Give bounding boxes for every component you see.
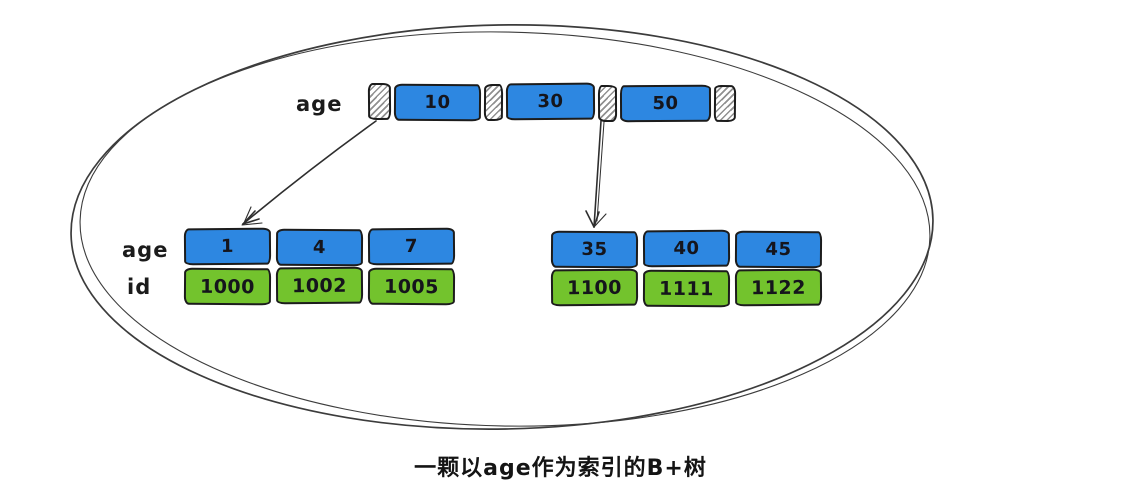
root-pointer-cell bbox=[597, 84, 618, 123]
leaf-id-cell: 1111 bbox=[642, 269, 731, 308]
leaf-age-cell: 1 bbox=[183, 227, 272, 266]
pointer-arrow-left bbox=[241, 120, 377, 226]
leaf-age-label: age bbox=[122, 238, 169, 262]
root-key-cell: 10 bbox=[393, 83, 482, 122]
root-pointer-cell bbox=[367, 82, 392, 121]
leaf-id-label: id bbox=[127, 275, 152, 299]
root-pointer-cell bbox=[713, 84, 737, 123]
root-pointer-cell bbox=[483, 83, 504, 122]
leaf-age-cell: 45 bbox=[734, 230, 823, 269]
diagram-caption: 一颗以age作为索引的B+树 bbox=[414, 456, 707, 481]
leaf-id-cell: 1122 bbox=[734, 268, 823, 307]
leaf-age-row: 35 40 45 bbox=[550, 229, 823, 269]
leaf-age-cell: 40 bbox=[642, 229, 731, 268]
leaf-id-cell: 1005 bbox=[367, 267, 456, 306]
root-key-cell: 30 bbox=[505, 82, 596, 121]
root-node: 10 30 50 bbox=[367, 82, 737, 123]
leaf-node-right: 35 40 45 1100 1111 1122 bbox=[550, 229, 823, 308]
boundary-ellipse bbox=[70, 24, 934, 430]
leaf-age-cell: 7 bbox=[367, 227, 456, 266]
leaf-id-row: 1000 1002 1005 bbox=[183, 266, 456, 306]
leaf-age-cell: 35 bbox=[550, 230, 639, 269]
leaf-id-cell: 1100 bbox=[550, 268, 639, 307]
leaf-age-row: 1 4 7 bbox=[183, 227, 456, 267]
leaf-id-cell: 1000 bbox=[183, 267, 272, 306]
root-key-cell: 50 bbox=[619, 84, 712, 123]
root-age-label: age bbox=[296, 92, 343, 116]
leaf-age-cell: 4 bbox=[275, 228, 364, 267]
leaf-id-cell: 1002 bbox=[275, 266, 364, 305]
leaf-node-left: 1 4 7 1000 1002 1005 bbox=[183, 227, 456, 306]
pointer-arrow-right bbox=[585, 120, 607, 228]
leaf-id-row: 1100 1111 1122 bbox=[550, 268, 823, 308]
